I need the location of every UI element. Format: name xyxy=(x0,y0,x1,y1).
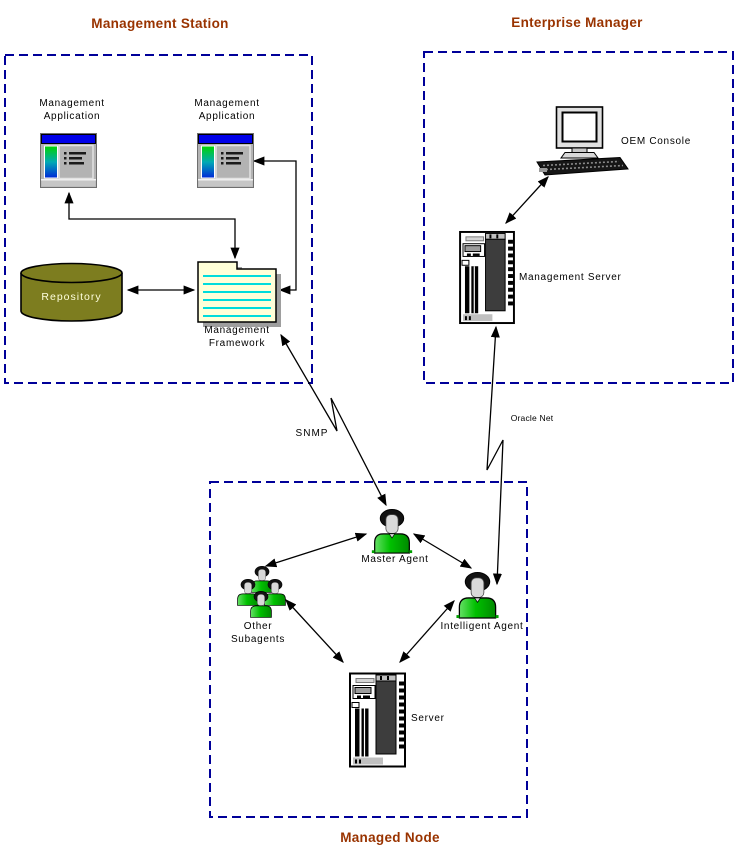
edge-masteragent-intelligentagent xyxy=(412,533,473,569)
master-agent-label: Master Agent xyxy=(361,554,429,565)
server-icon xyxy=(349,671,407,774)
oem-console-label: OEM Console xyxy=(621,136,691,147)
repository-label: Repository xyxy=(41,291,101,303)
management-application-2-icon xyxy=(197,133,254,193)
group-title-enterprise-manager: Enterprise Manager xyxy=(511,15,643,30)
edge-app2-framework xyxy=(252,156,297,295)
management-application-1-label: Management Application xyxy=(39,98,105,122)
edge-subagents-server xyxy=(285,599,344,663)
intelligent-agent-label: Intelligent Agent xyxy=(440,621,524,632)
edge-managementserver-intelligentagent-oraclenet xyxy=(486,325,504,586)
oracle-net-link-label: Oracle Net xyxy=(510,413,554,423)
group-title-managed-node: Managed Node xyxy=(340,830,440,845)
subagent-left xyxy=(237,579,259,606)
intelligent-agent-icon xyxy=(455,572,500,624)
edge-app1-framework xyxy=(64,191,240,260)
edge-intelligentagent-server xyxy=(399,600,455,663)
management-server-label: Management Server xyxy=(519,272,622,283)
management-application-2-label: Management Application xyxy=(194,98,260,122)
repository-icon: Repository xyxy=(19,262,124,328)
subagent-right xyxy=(264,579,286,606)
master-agent-icon xyxy=(371,509,413,559)
management-server-icon xyxy=(459,230,516,330)
management-framework-icon xyxy=(196,258,284,335)
other-subagents-icon xyxy=(235,566,289,620)
snmp-link-label: SNMP xyxy=(295,428,329,439)
edge-oemconsole-managementserver xyxy=(505,176,549,224)
edge-masteragent-subagents xyxy=(264,532,368,568)
edge-framework-masteragent-snmp xyxy=(280,333,387,507)
other-subagents-label: Other Subagents xyxy=(230,621,286,645)
management-station-box xyxy=(4,54,313,384)
management-framework-label: Management Framework xyxy=(204,325,270,349)
server-label: Server xyxy=(411,713,445,724)
subagent-front xyxy=(250,591,272,618)
management-application-1-icon xyxy=(40,133,97,193)
group-title-management-station: Management Station xyxy=(91,16,229,31)
subagent-top xyxy=(251,566,273,593)
oem-console-icon xyxy=(535,106,630,183)
enterprise-manager-box xyxy=(423,51,734,384)
